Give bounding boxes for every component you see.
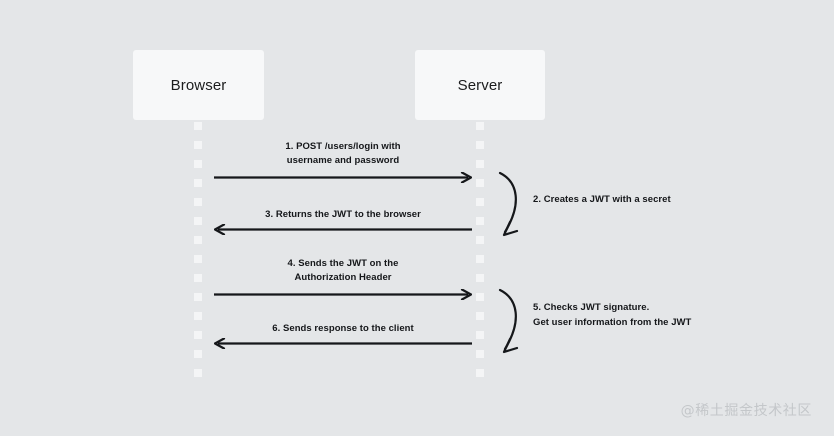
self-message-2-arrow <box>496 170 530 242</box>
self-message-5-label: 5. Checks JWT signature. Get user inform… <box>533 302 692 328</box>
message-1-label-line1: 1. POST /users/login with <box>285 141 401 152</box>
participant-box-browser: Browser <box>133 50 264 120</box>
participant-label-server: Server <box>457 76 503 94</box>
message-1-label-line2: username and password <box>286 154 400 166</box>
message-3-arrow <box>214 224 472 235</box>
lifeline-browser <box>194 122 202 382</box>
message-4-arrow <box>214 289 472 300</box>
message-4-label-line1: 4. Sends the JWT on the <box>287 258 399 269</box>
message-3-label-line1: 3. Returns the JWT to the browser <box>265 209 421 220</box>
watermark: @稀土掘金技术社区 <box>680 403 812 419</box>
participant-box-server: Server <box>415 50 545 120</box>
message-4-label-line2: Authorization Header <box>294 271 392 283</box>
participant-label-browser: Browser <box>170 76 227 94</box>
message-6-arrow <box>214 338 472 349</box>
message-6-label-line1: 6. Sends response to the client <box>272 323 414 334</box>
lifeline-server <box>476 122 484 382</box>
self-message-5-arrow <box>496 287 530 359</box>
message-1-arrow <box>214 172 472 183</box>
self-message-2-label: 2. Creates a JWT with a secret <box>533 194 671 205</box>
